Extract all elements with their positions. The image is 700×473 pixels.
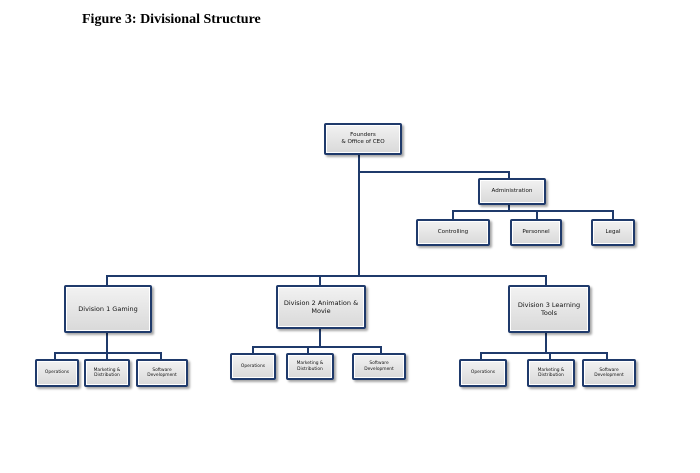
connector-div3-c3 bbox=[606, 352, 608, 360]
connector-legal-drop bbox=[612, 210, 614, 220]
division-2-label: Division 2 Animation & Movie bbox=[283, 298, 359, 315]
ceo-label: Founders & Office of CEO bbox=[341, 132, 385, 145]
connector-div3-children-bar bbox=[480, 352, 608, 354]
division-1-box: Division 1 Gaming bbox=[64, 285, 152, 333]
figure-title: Figure 3: Divisional Structure bbox=[82, 12, 261, 27]
connector-admin-bottom bbox=[508, 203, 510, 210]
div3-operations-box: Operations bbox=[459, 359, 507, 387]
controlling-label: Controlling bbox=[437, 229, 469, 235]
connector-div3-c2 bbox=[549, 352, 551, 360]
legal-label: Legal bbox=[605, 229, 621, 235]
div3-operations-label: Operations bbox=[470, 370, 496, 376]
connector-admin-children-bar bbox=[452, 210, 614, 212]
administration-box: Administration bbox=[478, 178, 546, 205]
div1-marketing-box: Marketing & Distribution bbox=[84, 359, 130, 387]
administration-label: Administration bbox=[491, 188, 533, 194]
connector-ceo-trunk bbox=[358, 153, 360, 276]
div1-software-label: Software Development bbox=[147, 367, 177, 379]
div1-operations-box: Operations bbox=[35, 359, 79, 387]
connector-admin-drop bbox=[508, 171, 510, 179]
division-3-box: Division 3 Learning Tools bbox=[508, 285, 590, 333]
connector-div2-down bbox=[319, 328, 321, 347]
division-1-label: Division 1 Gaming bbox=[78, 304, 138, 313]
connector-div2-c3 bbox=[380, 346, 382, 354]
div3-marketing-label: Marketing & Distribution bbox=[537, 367, 565, 379]
connector-div3-down bbox=[545, 332, 547, 353]
connector-div2-c2 bbox=[307, 346, 309, 354]
connector-personnel-drop bbox=[536, 210, 538, 220]
connector-controlling-drop bbox=[452, 210, 454, 220]
div3-marketing-box: Marketing & Distribution bbox=[527, 359, 575, 387]
legal-box: Legal bbox=[591, 219, 635, 246]
div2-software-box: Software Development bbox=[352, 353, 406, 380]
connector-divisions-bar bbox=[106, 275, 546, 277]
div2-marketing-label: Marketing & Distribution bbox=[296, 361, 324, 372]
division-3-label: Division 3 Learning Tools bbox=[517, 300, 581, 317]
connector-div1-c2 bbox=[106, 352, 108, 360]
div1-operations-label: Operations bbox=[44, 370, 70, 376]
connector-div3-c1 bbox=[480, 352, 482, 360]
div2-operations-box: Operations bbox=[230, 353, 276, 380]
div2-software-label: Software Development bbox=[364, 361, 394, 372]
division-2-box: Division 2 Animation & Movie bbox=[276, 285, 366, 329]
connector-div2-drop bbox=[319, 275, 321, 286]
connector-admin-branch bbox=[358, 171, 510, 173]
connector-div1-down bbox=[106, 332, 108, 353]
div3-software-box: Software Development bbox=[582, 359, 636, 387]
div1-marketing-label: Marketing & Distribution bbox=[93, 367, 121, 379]
connector-div1-c3 bbox=[160, 352, 162, 360]
connector-div2-c1 bbox=[252, 346, 254, 354]
connector-div3-drop bbox=[545, 275, 547, 286]
div3-software-label: Software Development bbox=[594, 367, 624, 379]
connector-div2-children-bar bbox=[252, 346, 382, 348]
connector-div1-c1 bbox=[54, 352, 56, 360]
div2-operations-label: Operations bbox=[240, 363, 266, 369]
div2-marketing-box: Marketing & Distribution bbox=[286, 353, 334, 380]
personnel-box: Personnel bbox=[510, 219, 562, 246]
controlling-box: Controlling bbox=[416, 219, 490, 246]
div1-software-box: Software Development bbox=[136, 359, 188, 387]
connector-div1-drop bbox=[106, 275, 108, 286]
ceo-box: Founders & Office of CEO bbox=[324, 123, 402, 155]
personnel-label: Personnel bbox=[522, 229, 550, 235]
